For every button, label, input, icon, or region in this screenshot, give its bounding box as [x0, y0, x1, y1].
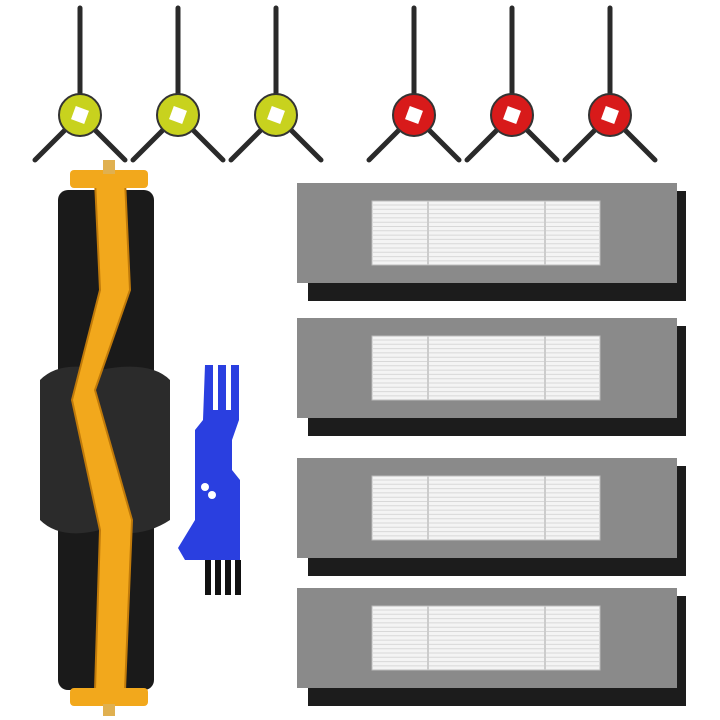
side-brush	[366, 5, 462, 163]
filter	[297, 318, 686, 436]
side-brushes	[32, 5, 658, 163]
side-brush	[562, 5, 658, 163]
side-brush	[130, 5, 226, 163]
side-brush	[228, 5, 324, 163]
filter	[297, 183, 686, 301]
filter	[297, 588, 686, 706]
cleaning-tool	[178, 365, 241, 595]
main-roller-brush	[40, 160, 170, 716]
filter	[297, 458, 686, 576]
side-brush	[464, 5, 560, 163]
side-brush	[32, 5, 128, 163]
hepa-filters	[297, 183, 686, 706]
